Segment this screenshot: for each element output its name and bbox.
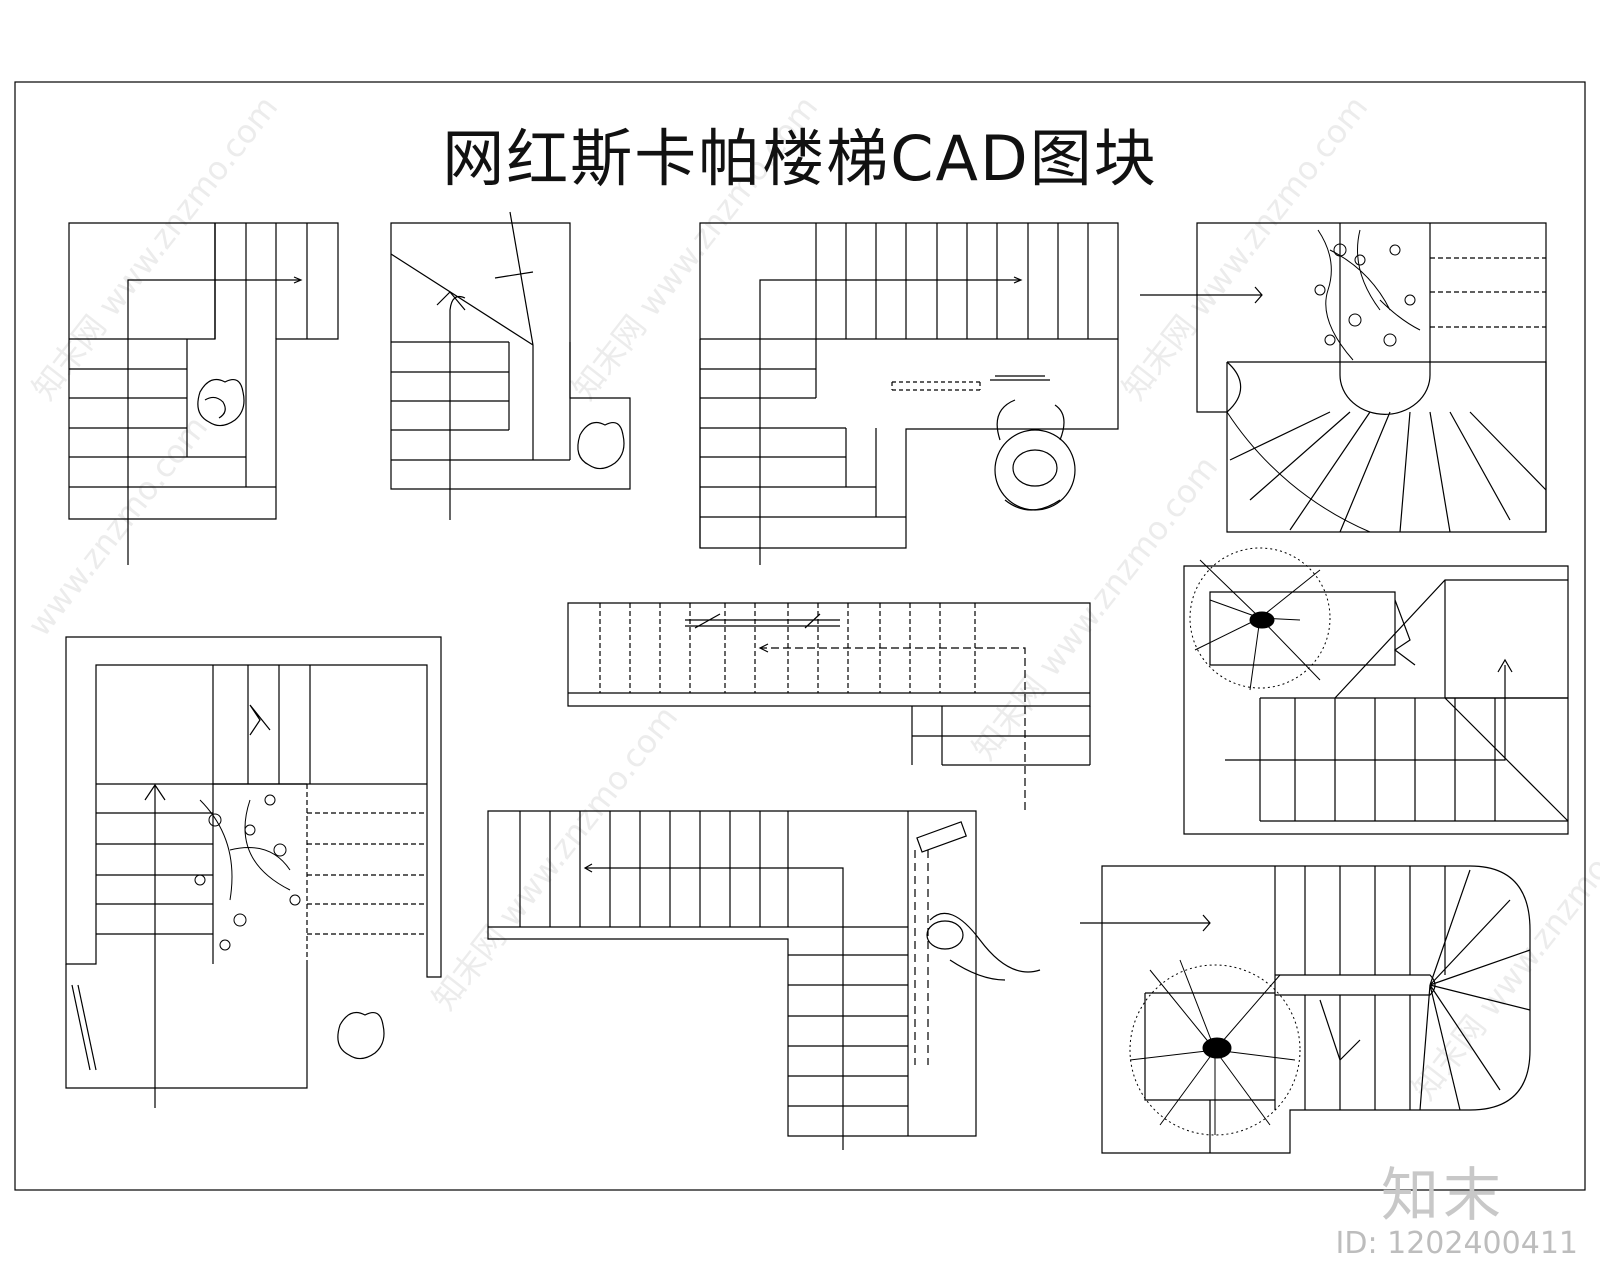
stair-plan-2 [390,211,631,520]
sheet-frame [14,81,1586,1191]
rock-icon-2 [577,422,625,470]
stair-plan-6 [567,602,1091,810]
person-icon-2 [926,920,964,950]
rock-icon-3 [337,1012,385,1060]
person-icon [994,429,1076,511]
stair-plan-7 [487,810,1041,1150]
image-id-label: ID: 1202400411 [1335,1226,1578,1261]
sheet-title: 网红斯卡帕楼梯CAD图块 [442,122,1158,195]
stair-plan-5 [65,636,442,1108]
tree-icon [1189,547,1331,691]
rock-icon [197,379,245,427]
stair-plan-3 [699,222,1119,565]
shrub-icon-2 [194,794,301,951]
stair-plan-1 [68,222,339,565]
stair-plan-8 [1183,547,1569,835]
brand-watermark: 知末 [1380,1161,1505,1229]
stair-plan-4 [1140,222,1547,533]
stair-plan-9 [1080,865,1531,1154]
shrub-icon [1314,229,1421,361]
tree-icon-2 [1129,959,1301,1136]
